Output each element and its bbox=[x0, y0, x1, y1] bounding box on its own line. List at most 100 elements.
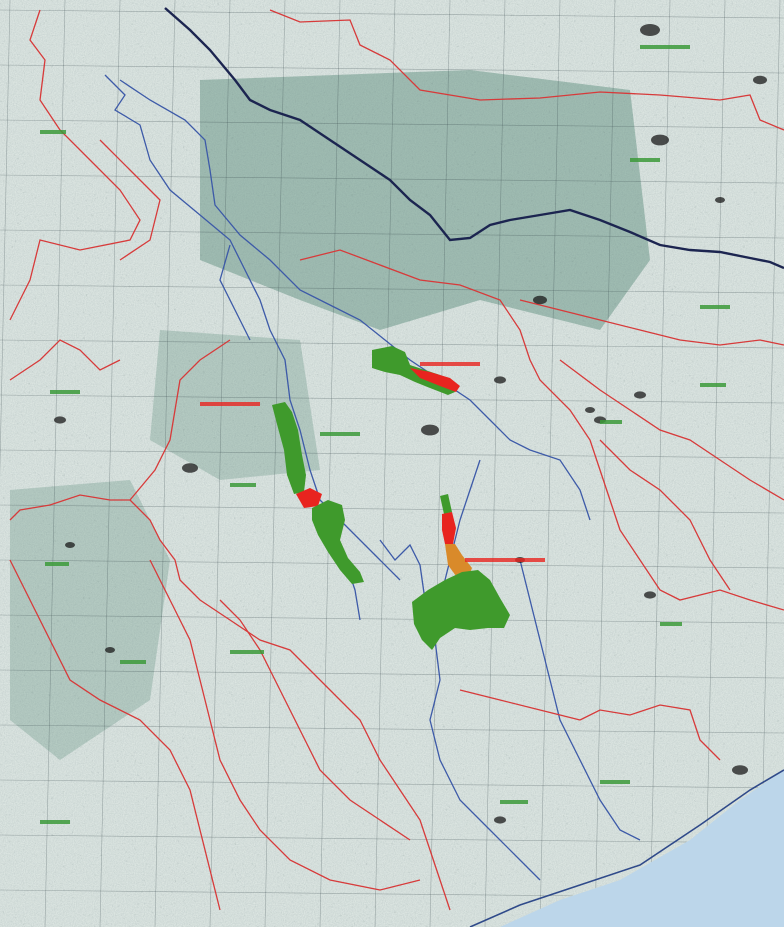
admin-border-south-b bbox=[219, 599, 411, 841]
grid-line-vertical bbox=[374, 0, 396, 927]
map-label-marks bbox=[40, 45, 730, 824]
settlement-marker bbox=[732, 765, 748, 775]
admin-border-west bbox=[9, 9, 141, 321]
zone-label-mark bbox=[200, 402, 260, 406]
zone-orange-east-strip[interactable] bbox=[445, 544, 472, 578]
settlement-marker bbox=[651, 134, 669, 146]
zone-green-west-upper[interactable] bbox=[272, 402, 306, 494]
admin-border-east-d bbox=[599, 439, 731, 591]
zone-label-mark bbox=[465, 558, 545, 562]
map-label-mark bbox=[320, 432, 360, 436]
grid-line-horizontal bbox=[0, 229, 784, 239]
zone-red-east-strip[interactable] bbox=[442, 512, 456, 544]
admin-border-southwest bbox=[9, 559, 221, 911]
grid-line-vertical bbox=[0, 0, 11, 478]
grid-line-horizontal bbox=[0, 119, 784, 129]
grid-line-vertical bbox=[759, 0, 781, 927]
map-label-mark bbox=[45, 562, 69, 566]
grid-line-vertical bbox=[649, 0, 671, 927]
map-label-mark bbox=[600, 780, 630, 784]
admin-border-south-a bbox=[149, 559, 421, 891]
settlement-marker bbox=[105, 647, 115, 653]
settlement-marker bbox=[644, 591, 656, 599]
map-label-mark bbox=[700, 305, 730, 309]
map-label-mark bbox=[640, 45, 690, 49]
grid-line-vertical bbox=[539, 0, 561, 927]
admin-border-east-b bbox=[519, 299, 784, 346]
map-label-mark bbox=[230, 483, 256, 487]
map-label-mark bbox=[630, 158, 660, 162]
settlement-marker bbox=[421, 424, 439, 436]
grid-line-horizontal bbox=[0, 834, 784, 844]
zone-red-northeast[interactable] bbox=[410, 368, 460, 392]
zone-green-southeast[interactable] bbox=[412, 570, 510, 650]
map-label-mark bbox=[230, 650, 264, 654]
river-tributary-b bbox=[219, 244, 251, 341]
grid-line-vertical bbox=[99, 0, 121, 927]
settlement-marker bbox=[54, 416, 66, 424]
settlements-layer bbox=[54, 24, 767, 824]
grid-line-horizontal bbox=[0, 559, 784, 569]
admin-border-west-loop bbox=[9, 339, 121, 381]
admin-border-southeast2 bbox=[459, 689, 581, 721]
admin-borders bbox=[9, 9, 784, 911]
settlement-marker bbox=[533, 295, 547, 305]
highlighted-zones bbox=[272, 346, 510, 650]
grid-line-horizontal bbox=[0, 669, 784, 679]
map-label-mark bbox=[660, 622, 682, 626]
admin-border-southeast bbox=[579, 704, 721, 761]
grid-line-vertical bbox=[704, 0, 726, 927]
national-border bbox=[164, 7, 784, 270]
grid-line-vertical bbox=[429, 0, 451, 927]
grid-line-vertical bbox=[154, 0, 176, 927]
river-central bbox=[429, 459, 541, 881]
grid-line-vertical bbox=[484, 0, 506, 927]
admin-border-east-a bbox=[299, 249, 784, 611]
settlement-marker bbox=[494, 376, 506, 384]
grid-line-horizontal bbox=[0, 724, 784, 734]
admin-border-east-c bbox=[559, 359, 784, 501]
grid-line-horizontal bbox=[0, 64, 784, 74]
coastline bbox=[469, 769, 784, 927]
grid-line-horizontal bbox=[0, 614, 784, 624]
grid-line-horizontal bbox=[0, 284, 784, 294]
settlement-marker bbox=[585, 407, 595, 413]
settlement-marker bbox=[715, 197, 725, 203]
grid-line-vertical bbox=[264, 0, 286, 927]
map-label-mark bbox=[600, 420, 622, 424]
grid-line-horizontal bbox=[0, 394, 784, 404]
zone-green-west-lower[interactable] bbox=[312, 500, 364, 584]
grid-line-horizontal bbox=[0, 174, 784, 184]
grid-line-horizontal bbox=[0, 339, 784, 349]
grid-line-vertical bbox=[44, 0, 66, 927]
settlement-marker bbox=[65, 542, 75, 548]
settlement-marker bbox=[634, 391, 646, 399]
sea-area bbox=[500, 770, 784, 927]
zone-green-east-strip[interactable] bbox=[440, 494, 452, 514]
map-label-mark bbox=[120, 660, 146, 664]
river-east bbox=[519, 559, 641, 841]
grid-line-horizontal bbox=[0, 504, 784, 514]
admin-border-central bbox=[9, 339, 231, 521]
grid-line-horizontal bbox=[0, 9, 784, 19]
grid-line-horizontal bbox=[0, 779, 784, 789]
settlement-marker bbox=[182, 463, 198, 473]
admin-border-north bbox=[269, 9, 784, 131]
grid-line-vertical bbox=[209, 0, 231, 927]
map-label-mark bbox=[40, 130, 66, 134]
settlement-marker bbox=[640, 24, 660, 36]
settlement-marker bbox=[494, 816, 506, 824]
map-label-mark bbox=[50, 390, 80, 394]
admin-border-central2 bbox=[129, 499, 451, 911]
river-tributary-a bbox=[379, 539, 426, 601]
zone-red-west[interactable] bbox=[296, 488, 322, 508]
settlement-marker bbox=[753, 75, 767, 85]
map-label-mark bbox=[700, 383, 726, 387]
river-main-north bbox=[119, 79, 591, 521]
grid-line-horizontal bbox=[0, 449, 784, 459]
map-label-mark bbox=[500, 800, 528, 804]
